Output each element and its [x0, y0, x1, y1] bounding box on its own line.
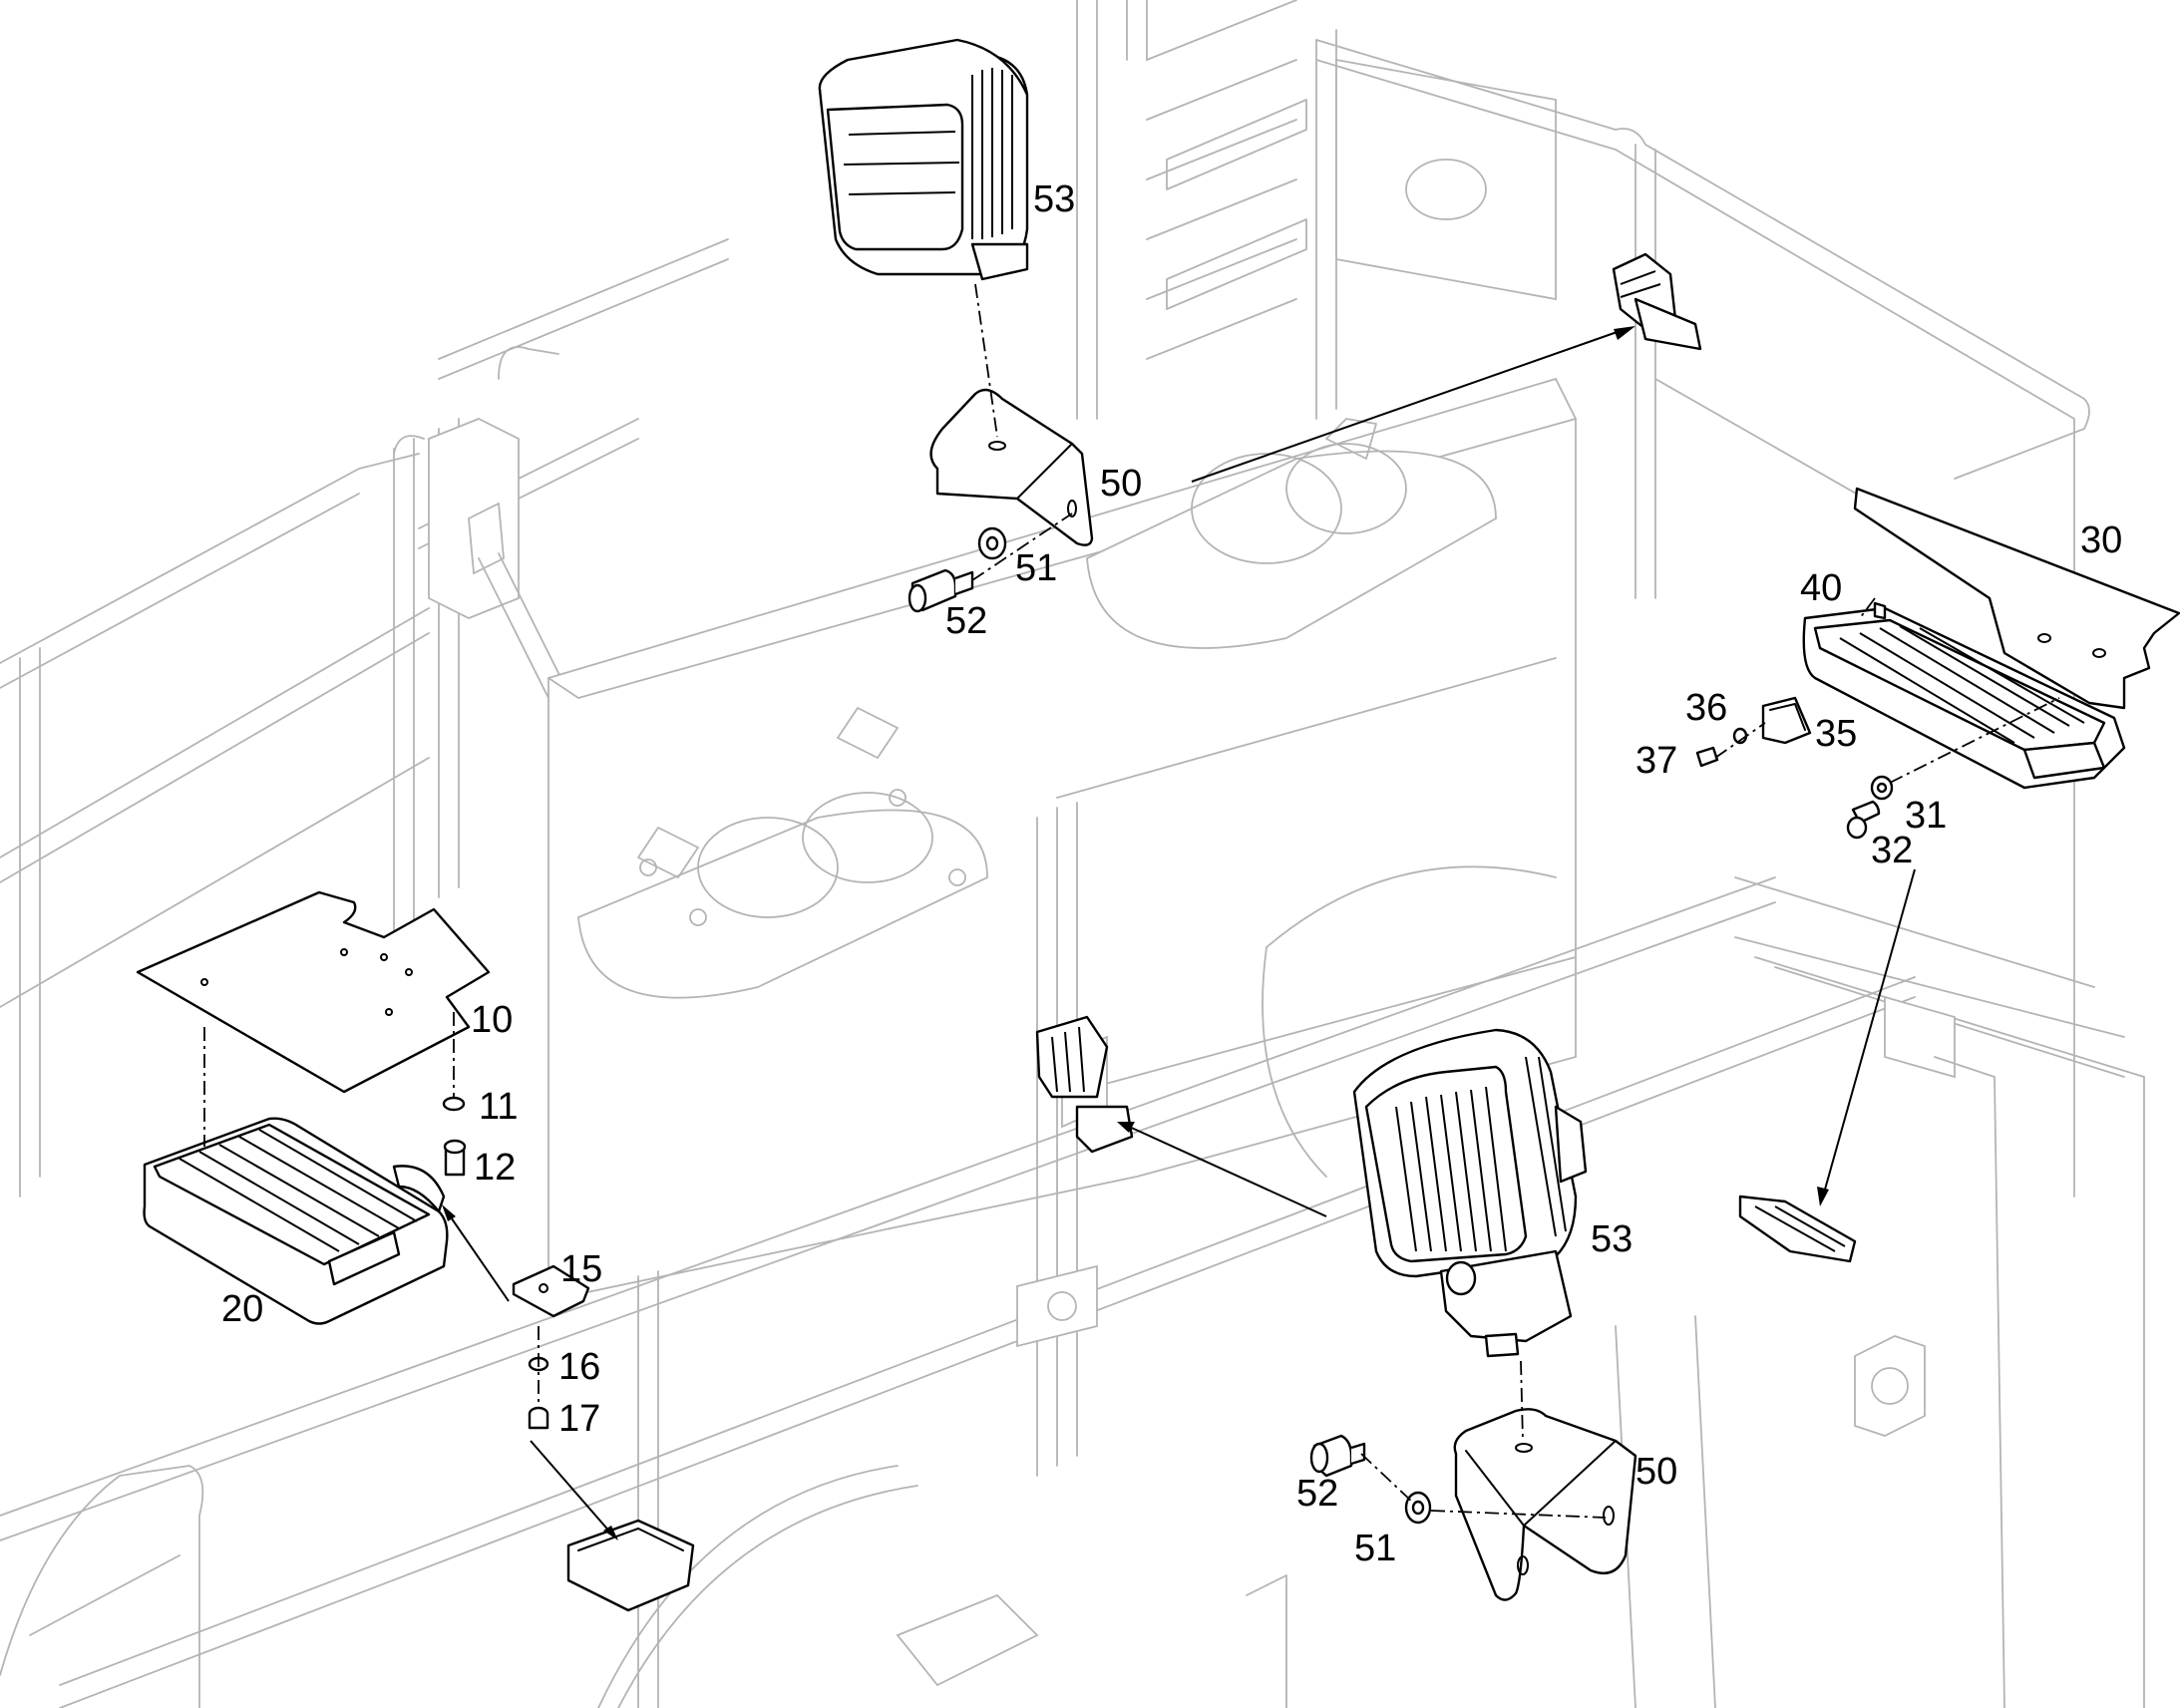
callout-12: 12	[474, 1147, 516, 1189]
mounted-lamp-bottom	[566, 1519, 695, 1612]
screw-17	[528, 1406, 549, 1430]
callout-50-upper: 50	[1100, 463, 1142, 505]
callout-52-lower: 52	[1296, 1473, 1338, 1515]
mounted-lamp-center	[1035, 1015, 1134, 1154]
clip-15	[512, 1264, 590, 1318]
callout-40: 40	[1800, 567, 1842, 609]
washer-upper	[977, 526, 1007, 560]
callout-31: 31	[1905, 795, 1947, 837]
screw-upper	[908, 568, 974, 613]
callout-53-upper: 53	[1033, 178, 1075, 220]
callout-53-lower: 53	[1591, 1218, 1633, 1260]
callout-16: 16	[558, 1346, 600, 1388]
callout-10: 10	[471, 999, 513, 1041]
callout-30: 30	[2080, 519, 2122, 561]
bracket-upper	[929, 388, 1094, 546]
callout-52-upper: 52	[945, 600, 987, 642]
washer-lower	[1404, 1491, 1432, 1525]
washer-31	[1870, 775, 1894, 801]
assembly-lines	[203, 283, 2060, 1540]
callout-35: 35	[1815, 713, 1857, 755]
callout-51-upper: 51	[1015, 547, 1057, 589]
screw-lower	[1309, 1434, 1366, 1478]
callout-11: 11	[479, 1086, 518, 1128]
callout-51-lower: 51	[1354, 1528, 1396, 1569]
screw-37	[1695, 746, 1719, 768]
callout-50-lower: 50	[1635, 1451, 1677, 1493]
work-lamp-upper	[818, 38, 1029, 281]
mounted-lamp-right	[1738, 1195, 1857, 1263]
callout-20: 20	[221, 1288, 263, 1330]
callout-15: 15	[560, 1248, 602, 1290]
callout-37: 37	[1635, 740, 1677, 782]
plate-left	[136, 890, 491, 1094]
lamp-right	[1802, 601, 2126, 790]
clip-35	[1761, 696, 1812, 745]
plate-right	[1853, 487, 2180, 710]
work-lamp-lower	[1352, 1028, 1588, 1358]
lamp-left	[143, 1117, 449, 1325]
callout-36: 36	[1685, 687, 1727, 729]
bracket-lower	[1453, 1408, 1637, 1601]
mounted-lamp-top-right	[1612, 252, 1702, 351]
callout-32: 32	[1871, 830, 1913, 871]
screw-12	[443, 1139, 467, 1177]
washer-11	[442, 1096, 466, 1112]
callout-17: 17	[558, 1398, 600, 1440]
callout-labels: 53 50 51 52 30 40 36 35 37 31 32 10 11 1…	[221, 178, 2122, 1569]
screw-32	[1846, 800, 1881, 840]
